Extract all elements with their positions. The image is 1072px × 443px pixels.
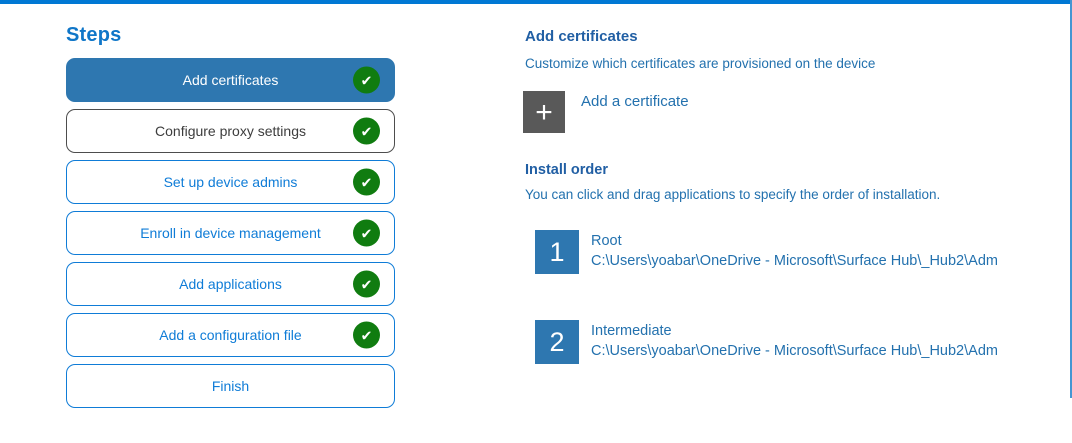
add-certificate-button[interactable]: + bbox=[523, 91, 565, 133]
install-item-root[interactable]: 1 Root C:\Users\yoabar\OneDrive - Micros… bbox=[535, 230, 1055, 274]
certificate-name: Root bbox=[591, 233, 622, 249]
certificate-path: C:\Users\yoabar\OneDrive - Microsoft\Sur… bbox=[591, 253, 998, 269]
steps-sidebar: Steps Add certificates ✔ Configure proxy… bbox=[66, 24, 395, 415]
panel-title: Add certificates bbox=[525, 28, 638, 45]
plus-icon: + bbox=[535, 96, 553, 129]
step-add-a-configuration-file[interactable]: Add a configuration file ✔ bbox=[66, 313, 395, 357]
step-finish[interactable]: Finish bbox=[66, 364, 395, 408]
step-enroll-in-device-management[interactable]: Enroll in device management ✔ bbox=[66, 211, 395, 255]
install-order-title: Install order bbox=[525, 162, 608, 178]
step-add-applications[interactable]: Add applications ✔ bbox=[66, 262, 395, 306]
install-order-hint: You can click and drag applications to s… bbox=[525, 187, 941, 202]
right-accent-bar bbox=[1070, 0, 1072, 398]
steps-title: Steps bbox=[66, 24, 122, 46]
panel-subtitle: Customize which certificates are provisi… bbox=[525, 56, 876, 71]
step-complete-icon: ✔ bbox=[353, 219, 380, 247]
step-detail-panel: Add certificates Customize which certifi… bbox=[523, 27, 1055, 364]
step-complete-icon: ✔ bbox=[353, 66, 380, 94]
step-label: Finish bbox=[211, 378, 250, 394]
order-number-badge: 2 bbox=[535, 320, 579, 364]
step-complete-icon: ✔ bbox=[353, 168, 380, 196]
install-item-text: Root C:\Users\yoabar\OneDrive - Microsof… bbox=[591, 230, 998, 271]
step-label: Set up device admins bbox=[163, 174, 298, 190]
step-label: Add certificates bbox=[182, 72, 279, 88]
step-complete-icon: ✔ bbox=[353, 117, 380, 145]
step-label: Configure proxy settings bbox=[155, 123, 306, 139]
install-order-list: 1 Root C:\Users\yoabar\OneDrive - Micros… bbox=[535, 230, 1055, 364]
step-complete-icon: ✔ bbox=[353, 321, 380, 349]
step-label: Enroll in device management bbox=[140, 225, 321, 241]
step-set-up-device-admins[interactable]: Set up device admins ✔ bbox=[66, 160, 395, 204]
add-certificate-row: + Add a certificate bbox=[523, 91, 1055, 133]
install-item-text: Intermediate C:\Users\yoabar\OneDrive - … bbox=[591, 320, 998, 361]
step-configure-proxy-settings[interactable]: Configure proxy settings ✔ bbox=[66, 109, 395, 153]
step-complete-icon: ✔ bbox=[353, 270, 380, 298]
certificate-name: Intermediate bbox=[591, 323, 672, 339]
install-item-intermediate[interactable]: 2 Intermediate C:\Users\yoabar\OneDrive … bbox=[535, 320, 1055, 364]
top-accent-bar bbox=[0, 0, 1072, 4]
add-certificate-label: Add a certificate bbox=[581, 93, 689, 110]
order-number-badge: 1 bbox=[535, 230, 579, 274]
step-label: Add a configuration file bbox=[159, 327, 302, 343]
certificate-path: C:\Users\yoabar\OneDrive - Microsoft\Sur… bbox=[591, 343, 998, 359]
step-label: Add applications bbox=[179, 276, 282, 292]
step-add-certificates[interactable]: Add certificates ✔ bbox=[66, 58, 395, 102]
